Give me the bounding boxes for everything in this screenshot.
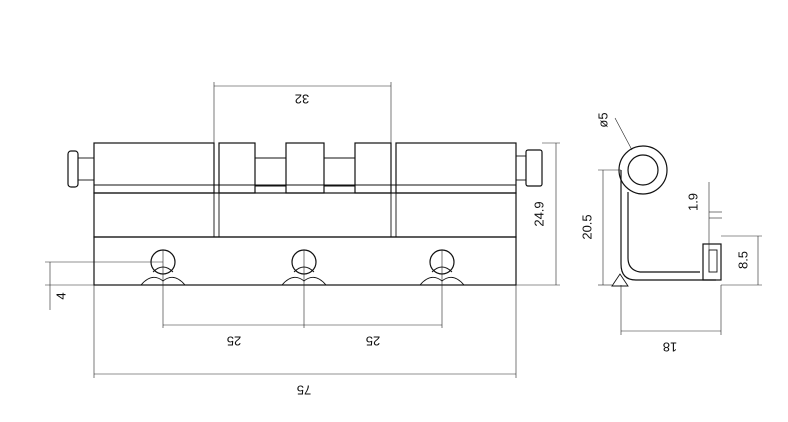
- dim-18-label: 18: [663, 340, 677, 355]
- side-knuckle-outer: [618, 145, 668, 195]
- dim-4-label: 4: [53, 292, 68, 299]
- side-leaf-inner: [627, 192, 700, 273]
- leaf-upper: [93, 192, 517, 238]
- dim-24-9-label: 24.9: [531, 201, 546, 226]
- knuckle-3: [285, 142, 325, 194]
- side-leaf-outer: [620, 170, 716, 281]
- knuckle-right: [395, 142, 517, 194]
- side-view: ø5 20.5 1.9 8.5 18: [579, 112, 762, 355]
- side-leaf-tip: [611, 273, 629, 287]
- dim-32-label: 32: [295, 92, 309, 107]
- dim-75-label: 75: [297, 383, 311, 398]
- dim-20-5-label: 20.5: [579, 214, 594, 239]
- dim-25-left-label: 25: [227, 334, 241, 349]
- side-latch: [702, 243, 722, 281]
- knuckle-4: [354, 142, 392, 194]
- right-pin-shaft: [515, 155, 527, 181]
- side-knuckle-inner: [627, 154, 659, 186]
- dim-1-9-label: 1.9: [685, 193, 700, 211]
- dim-dia-5-label: ø5: [595, 112, 610, 127]
- left-pin-shaft: [77, 157, 95, 181]
- knuckle-2: [218, 142, 256, 194]
- leaf-lower: [93, 236, 517, 286]
- left-pin-cap: [67, 150, 79, 188]
- right-pin-cap: [525, 149, 543, 187]
- front-view: 32 24.9 4 25 25 75: [45, 82, 560, 398]
- knuckle-left: [93, 142, 215, 194]
- dim-25-right-label: 25: [366, 334, 380, 349]
- dim-8-5-label: 8.5: [735, 251, 750, 269]
